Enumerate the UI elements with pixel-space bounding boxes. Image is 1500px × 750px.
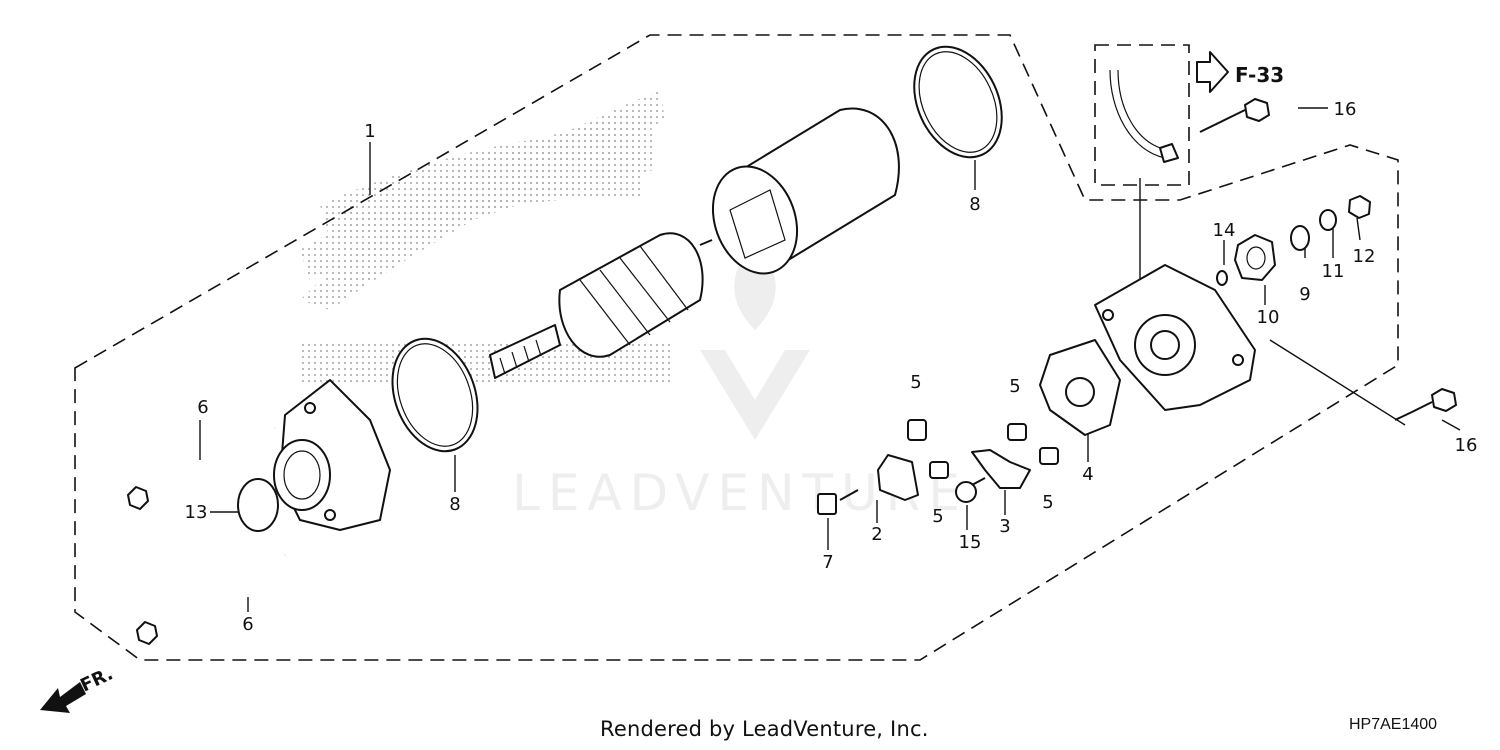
front-label: FR. [77, 663, 116, 696]
washer-11 [1319, 209, 1337, 231]
callout-7: 7 [822, 552, 833, 573]
cable-box [1094, 44, 1190, 186]
cable-terminal [1159, 143, 1179, 163]
o-ring-8-front [391, 337, 479, 453]
screw-15 [955, 477, 986, 503]
washer-14 [1216, 270, 1228, 286]
callout-12: 12 [1353, 246, 1376, 267]
rear-cover [1094, 264, 1256, 411]
o-ring-13 [237, 478, 279, 532]
callout-15: 15 [959, 532, 982, 553]
callout-4: 4 [1082, 464, 1093, 485]
starter-cable [1109, 69, 1169, 159]
diagram-code: HP7AE1400 [1349, 716, 1438, 733]
callout-16a: 16 [1334, 99, 1357, 120]
callout-3: 3 [999, 516, 1010, 537]
yoke-housing [711, 107, 900, 275]
callout-11: 11 [1322, 261, 1345, 282]
wing-watermark [300, 90, 670, 385]
callout-10: 10 [1257, 307, 1280, 328]
callout-16b: 16 [1455, 435, 1478, 456]
washer-9 [1290, 225, 1310, 251]
nut-12 [1348, 195, 1371, 219]
callout-9: 9 [1299, 284, 1310, 305]
armature [489, 232, 713, 379]
front-cover [273, 379, 391, 531]
ref-arrow-icon [1196, 51, 1229, 93]
bolt-16-upper [1199, 98, 1270, 133]
through-bolt-upper [127, 426, 276, 510]
brush-2 [877, 454, 919, 501]
callout-5b: 5 [932, 506, 943, 527]
callout-14: 14 [1213, 220, 1236, 241]
callout-8a: 8 [449, 494, 460, 515]
callout-6a: 6 [197, 397, 208, 418]
callout-5d: 5 [1042, 492, 1053, 513]
callout-5c: 5 [1009, 376, 1020, 397]
callout-8b: 8 [969, 194, 980, 215]
callout-2: 2 [871, 524, 882, 545]
brush-holder [1039, 339, 1121, 436]
front-arrow-icon [40, 682, 86, 713]
nut-10 [1234, 234, 1276, 281]
assembly-outline [74, 34, 1399, 661]
springs [907, 419, 1059, 479]
callout-5a: 5 [910, 372, 921, 393]
callout-1: 1 [364, 121, 375, 142]
callout-6b: 6 [242, 614, 253, 635]
footer-credit: Rendered by LeadVenture, Inc. [600, 717, 929, 741]
brush-3 [971, 449, 1031, 489]
callout-13: 13 [185, 502, 208, 523]
screw-7 [817, 489, 859, 515]
bolt-16-lower [1394, 388, 1457, 421]
through-bolt-lower [136, 553, 286, 645]
o-ring-8-rear [913, 45, 1003, 159]
ref-label: F-33 [1235, 63, 1284, 87]
